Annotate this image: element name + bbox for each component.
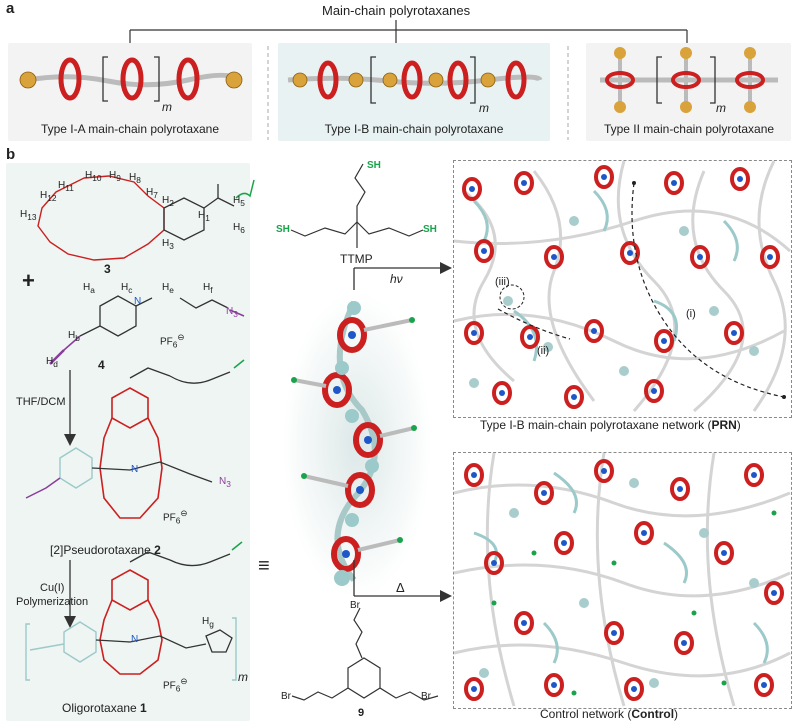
prn-network-render xyxy=(453,160,792,413)
compound-3-structure xyxy=(37,175,255,261)
control-caption: Control network (Control) xyxy=(540,707,679,721)
hv-label: hν xyxy=(390,272,403,286)
h5-label: H5 xyxy=(233,195,245,208)
control-network-render xyxy=(453,452,791,707)
crosslinker-9-structure xyxy=(291,607,439,701)
compound-9-number: 9 xyxy=(358,707,365,719)
oligomer-3d-model xyxy=(291,300,417,586)
hf-label: Hf xyxy=(203,282,213,295)
type-ib-schematic xyxy=(287,56,543,104)
type-ii-m: m xyxy=(716,101,726,115)
panel-a-tree xyxy=(129,20,688,140)
type-ii-schematic xyxy=(600,47,778,113)
br-top: Br xyxy=(350,600,360,611)
h1-label: H1 xyxy=(198,210,210,223)
oligorotaxane-1-label: Oligorotaxane 1 xyxy=(62,701,147,715)
plus-sign: + xyxy=(22,268,35,293)
ttmp-structure xyxy=(290,163,424,248)
h10-label: H10 xyxy=(85,170,102,183)
pf6-label-2: PF6⊖ xyxy=(163,508,188,526)
br-left: Br xyxy=(281,691,291,702)
hb-label: Hb xyxy=(68,330,80,343)
hd-label: Hd xyxy=(46,356,58,369)
compound-4-number: 4 xyxy=(98,358,105,372)
step-1-conditions: THF/DCM xyxy=(16,396,66,408)
step-2-conditions-line2: Polymerization xyxy=(16,596,89,608)
equivalence-sign: ≡ xyxy=(258,555,270,577)
ttmp-label: TTMP xyxy=(340,252,373,266)
step-2-conditions-line1: Cu(I) xyxy=(40,582,65,594)
type-ib-caption: Type I-B main-chain polyrotaxane xyxy=(324,122,504,136)
h9-label: H9 xyxy=(109,170,121,183)
nh2-label-2: N xyxy=(131,464,139,475)
panel-a-title: Main-chain polyrotaxanes xyxy=(322,3,471,18)
panel-a-letter: a xyxy=(6,0,15,17)
oligorotaxane-1-structure xyxy=(25,541,243,681)
n3-label-4: N3 xyxy=(226,306,238,319)
ha-label: Ha xyxy=(83,282,95,295)
he-label: He xyxy=(162,282,174,295)
pf6-label-4: PF6⊖ xyxy=(160,332,185,350)
sh-left: SH xyxy=(276,224,290,235)
compound-4-structure xyxy=(49,295,245,365)
type-ib-m: m xyxy=(479,101,489,115)
h3-label: H3 xyxy=(162,238,174,251)
delta-arrow xyxy=(353,560,452,602)
type-ia-caption: Type I-A main-chain polyrotaxane xyxy=(40,122,220,136)
prn-label-ii: (ii) xyxy=(537,345,550,357)
type-ia-m: m xyxy=(162,100,172,114)
delta-label: Δ xyxy=(396,580,405,595)
type-ia-schematic xyxy=(19,56,243,102)
reaction-arrow-2 xyxy=(64,560,76,628)
panel-b-letter: b xyxy=(6,146,16,163)
nh2-label-4: N xyxy=(134,296,142,307)
h2-label: H2 xyxy=(162,195,174,208)
reaction-arrow-1 xyxy=(64,370,76,446)
prn-label-iii: (iii) xyxy=(495,276,510,288)
prn-caption: Type I-B main-chain polyrotaxane network… xyxy=(480,418,741,432)
control-network-frame xyxy=(453,452,792,709)
h7-label: H7 xyxy=(146,187,158,200)
type-ii-caption: Type II main-chain polyrotaxane xyxy=(603,122,775,136)
h6-label: H6 xyxy=(233,222,245,235)
h12-label: H12 xyxy=(40,190,57,203)
prn-label-i: (i) xyxy=(686,308,696,320)
nh2-label-1: N xyxy=(131,634,139,645)
n3-label-2: N3 xyxy=(219,476,231,489)
br-right: Br xyxy=(421,691,431,702)
oligo-m: m xyxy=(238,670,248,684)
sh-top: SH xyxy=(367,160,381,171)
h8-label: H8 xyxy=(129,172,141,185)
pseudorotaxane-2-structure xyxy=(25,359,245,519)
h13-label: H13 xyxy=(20,209,37,222)
hc-label: Hc xyxy=(121,282,133,295)
compound-3-number: 3 xyxy=(104,262,111,276)
sh-right: SH xyxy=(423,224,437,235)
pseudorotaxane-2-label: [2]Pseudorotaxane 2 xyxy=(50,543,161,557)
hg-label: Hg xyxy=(202,616,214,629)
h11-label: H11 xyxy=(58,180,74,193)
pf6-label-1: PF6⊖ xyxy=(163,676,188,694)
